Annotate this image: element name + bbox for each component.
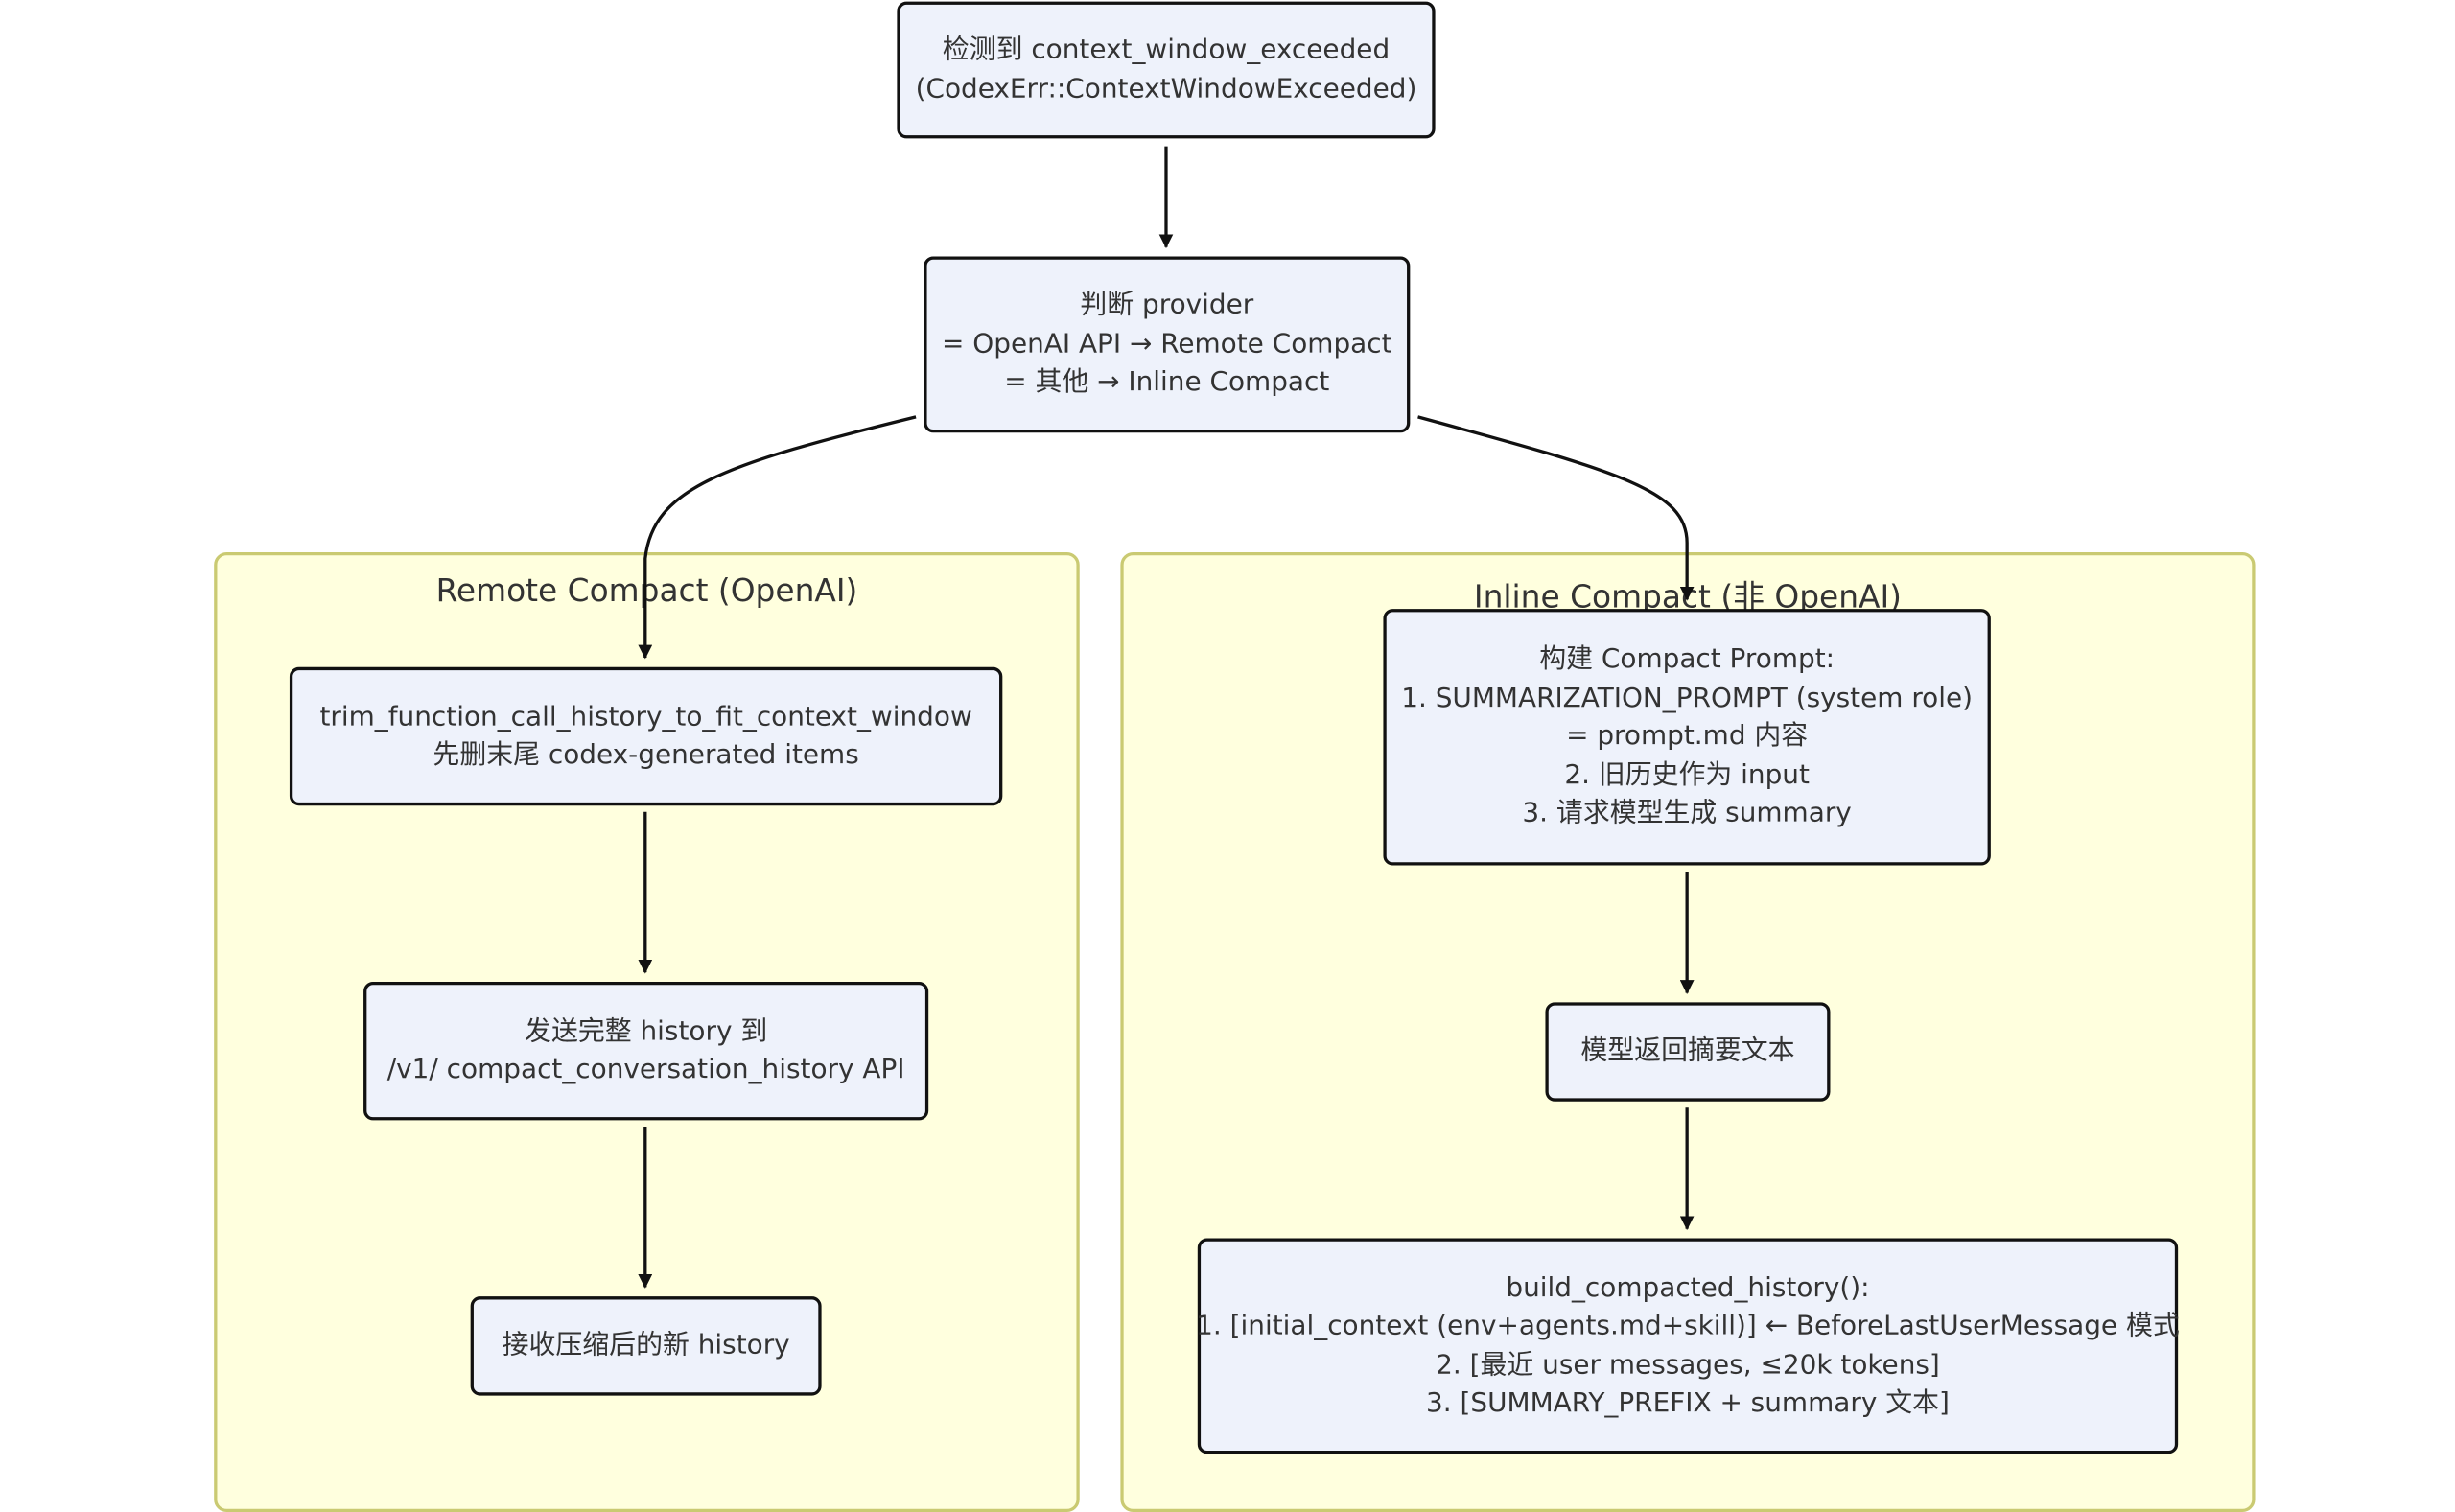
node-trim-history: trim_function_call_history_to_fit_contex… — [289, 666, 1003, 806]
node-detect-context-exceeded: 检测到 context_window_exceeded (CodexErr::C… — [897, 1, 1436, 139]
node-build-prompt-line-4: 2. 旧历史作为 input — [1564, 759, 1810, 792]
node-build-prompt-line-2: 1. SUMMARIZATION_PROMPT (system role) — [1401, 682, 1974, 714]
node-build-history-line-4: 3. [SUMMARY_PREFIX + summary 文本] — [1426, 1387, 1950, 1420]
node-model-return-summary: 模型返回摘要文本 — [1545, 1002, 1831, 1102]
node-build-prompt-line-3: = prompt.md 内容 — [1566, 720, 1809, 753]
cluster-remote-compact-title: Remote Compact (OpenAI) — [435, 570, 858, 610]
node-judge-provider: 判断 provider = OpenAI API → Remote Compac… — [924, 256, 1411, 433]
node-detect-line-1: 检测到 context_window_exceeded — [942, 35, 1391, 66]
node-build-prompt-line-1: 构建 Compact Prompt: — [1539, 643, 1835, 676]
node-build-compacted-history: build_compacted_history(): 1. [initial_c… — [1196, 1238, 2180, 1454]
node-build-history-line-2: 1. [initial_context (env+agents.md+skill… — [1196, 1310, 2180, 1342]
node-build-prompt-line-5: 3. 请求模型生成 summary — [1522, 798, 1852, 830]
node-receive-line-1: 接收压缩后的新 history — [502, 1330, 790, 1361]
node-send-line-1: 发送完整 history 到 — [525, 1015, 768, 1048]
node-build-compact-prompt: 构建 Compact Prompt: 1. SUMMARIZATION_PROM… — [1383, 609, 1991, 866]
node-model-return-line-1: 模型返回摘要文本 — [1580, 1035, 1795, 1068]
node-trim-line-1: trim_function_call_history_to_fit_contex… — [319, 701, 972, 733]
edge-provider-to-trim — [638, 415, 917, 660]
node-build-history-line-1: build_compacted_history(): — [1506, 1271, 1870, 1304]
node-trim-line-2: 先删末尾 codex-generated items — [433, 739, 859, 772]
node-send-line-2: /v1/ compact_conversation_history API — [386, 1054, 905, 1086]
node-provider-line-2: = OpenAI API → Remote Compact — [942, 328, 1392, 361]
node-provider-line-1: 判断 provider — [1080, 290, 1254, 322]
node-send-history: 发送完整 history 到 /v1/ compact_conversation… — [363, 981, 929, 1121]
node-provider-line-3: = 其他 → Inline Compact — [1004, 366, 1330, 399]
edge-provider-to-build-prompt — [1417, 415, 1695, 601]
node-detect-line-2: (CodexErr::ContextWindowExceeded) — [915, 73, 1417, 105]
node-receive-history: 接收压缩后的新 history — [470, 1296, 822, 1396]
node-build-history-line-3: 2. [最近 user messages, ≤20k tokens] — [1436, 1349, 1940, 1381]
